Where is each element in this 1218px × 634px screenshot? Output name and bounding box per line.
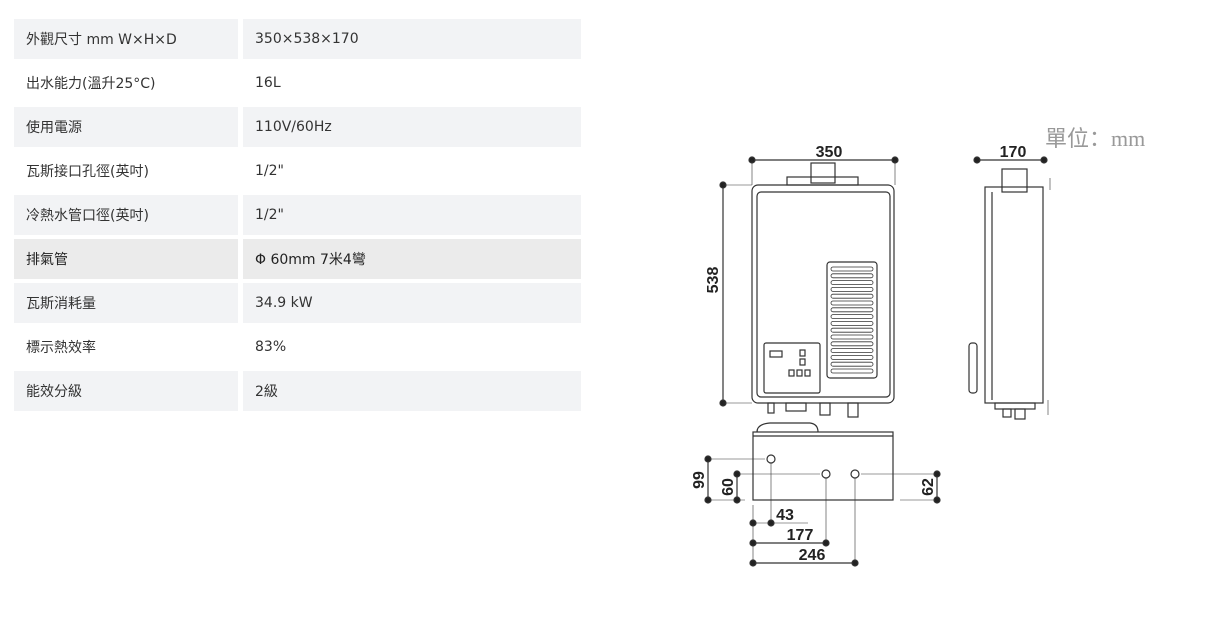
spec-label: 排氣管 [14, 239, 238, 279]
spec-value: Φ 60mm 7米4彎 [243, 239, 581, 279]
grille-slot [830, 314, 874, 320]
spec-label: 冷熱水管口徑(英吋) [14, 195, 238, 235]
grille-slot [830, 348, 874, 354]
spec-label: 外觀尺寸 mm W×H×D [14, 19, 238, 59]
dim-177-label: 177 [787, 527, 814, 544]
spec-value: 350×538×170 [243, 19, 581, 59]
unit-label: 單位：mm [1045, 126, 1145, 151]
spec-value: 1/2" [243, 195, 581, 235]
dim-62-label: 62 [920, 478, 937, 496]
spec-value: 110V/60Hz [243, 107, 581, 147]
grille-slot [830, 320, 874, 326]
spec-label: 能效分級 [14, 371, 238, 411]
spec-label: 瓦斯接口孔徑(英吋) [14, 151, 238, 191]
spec-value: 16L [243, 63, 581, 103]
table-row: 瓦斯接口孔徑(英吋)1/2" [14, 151, 581, 191]
grille-slot [830, 334, 874, 340]
spec-value: 83% [243, 327, 581, 367]
dim-height [719, 181, 752, 407]
grille-slot [830, 286, 874, 292]
grille-slot [830, 293, 874, 299]
height-label: 538 [705, 267, 722, 294]
spec-label: 使用電源 [14, 107, 238, 147]
side-view [968, 156, 1051, 420]
grille-slot [830, 361, 874, 367]
dim-43-label: 43 [776, 507, 794, 524]
grille-slot [830, 368, 874, 374]
spec-value: 1/2" [243, 151, 581, 191]
dim-246-label: 246 [799, 547, 826, 564]
dim-width [748, 156, 899, 185]
spec-value: 34.9 kW [243, 283, 581, 323]
spec-value: 2級 [243, 371, 581, 411]
grille-slot [830, 273, 874, 279]
grille-slot [830, 354, 874, 360]
spec-label: 瓦斯消耗量 [14, 283, 238, 323]
depth-label: 170 [1000, 144, 1027, 161]
grille-slot [830, 300, 874, 306]
spec-label: 標示熱效率 [14, 327, 238, 367]
bottom-view [704, 422, 941, 567]
grille-slot [830, 307, 874, 313]
width-label: 350 [816, 144, 843, 161]
spec-label: 出水能力(溫升25°C) [14, 63, 238, 103]
table-row: 出水能力(溫升25°C)16L [14, 63, 581, 103]
front-view [751, 162, 895, 418]
dim-99-label: 99 [691, 471, 708, 489]
dim-60-label: 60 [720, 478, 737, 496]
grille-slot [830, 327, 874, 333]
table-row: 冷熱水管口徑(英吋)1/2" [14, 195, 581, 235]
grille-slot [830, 280, 874, 286]
grille-slot [830, 266, 874, 272]
grille-slot [830, 341, 874, 347]
